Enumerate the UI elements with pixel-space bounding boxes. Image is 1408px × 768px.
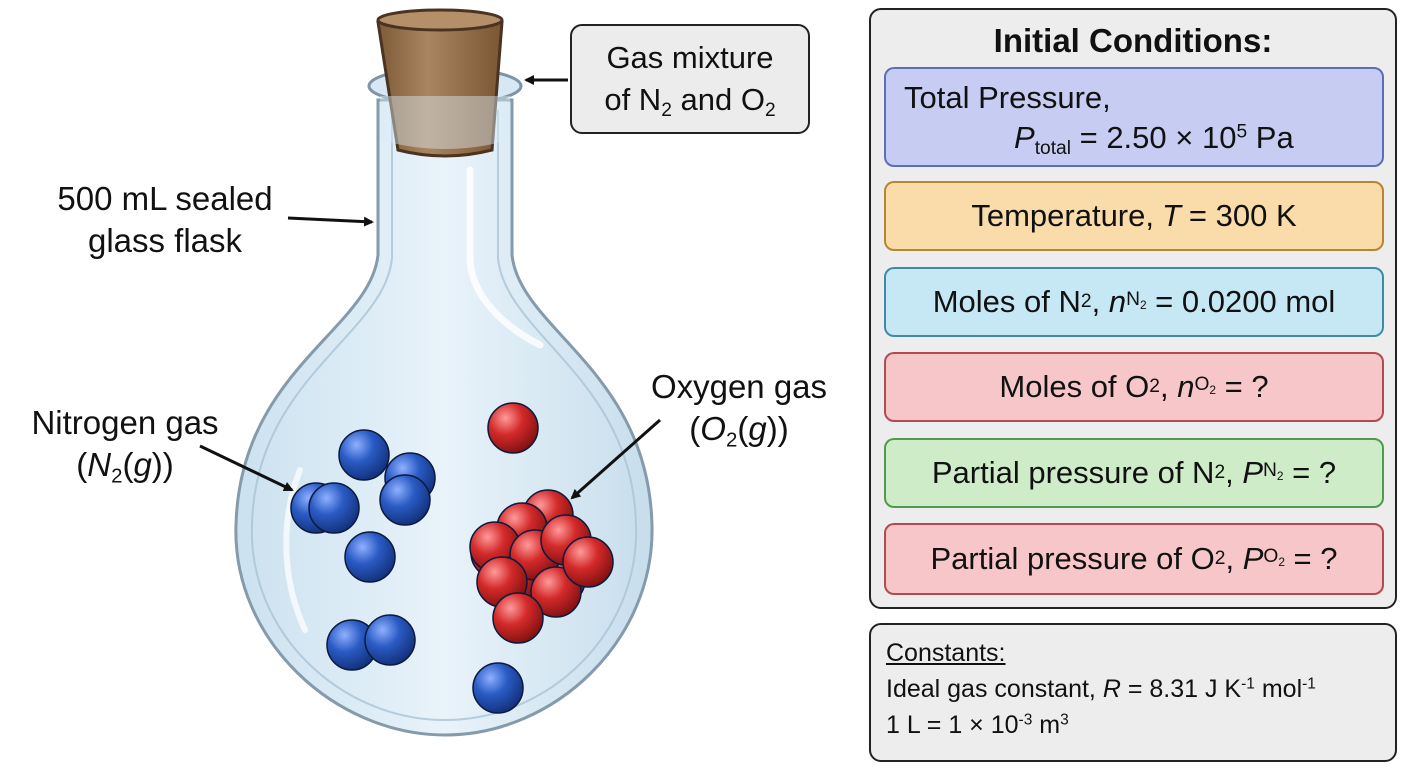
total-pressure-box: Total Pressure, Ptotal = 2.50 × 105 Pa xyxy=(884,67,1384,167)
gas-mixture-line1: Gas mixture xyxy=(606,40,774,75)
flask-inner-outline xyxy=(250,110,638,722)
temperature-label: Temperature, xyxy=(971,198,1154,233)
nitrogen-label-line1: Nitrogen gas xyxy=(31,404,219,441)
nitrogen-label-line2: (N2(g)) xyxy=(76,446,174,488)
flask-label: 500 mL sealed glass flask xyxy=(40,178,290,262)
conditions-title: Initial Conditions: xyxy=(993,22,1273,59)
oxygen-molecule xyxy=(562,536,614,588)
nitrogen-molecule xyxy=(379,474,431,526)
temperature-value: = 300 K xyxy=(1188,198,1297,233)
arrow-to-nitrogen xyxy=(199,444,294,492)
oxygen-label-line1: Oxygen gas xyxy=(650,368,828,405)
oxygen-molecule xyxy=(487,402,539,454)
gas-mixture-line2: of N2 and O2 xyxy=(604,82,776,122)
flask-label-line1: 500 mL sealed xyxy=(57,180,273,217)
arrow-to-neck xyxy=(287,216,374,227)
gas-mixture-label: Gas mixture of N2 and O2 xyxy=(570,24,810,134)
nitrogen-molecule xyxy=(364,614,416,666)
initial-conditions-panel: Initial Conditions: Total Pressure, Ptot… xyxy=(869,8,1397,609)
total-pressure-line1: Total Pressure, xyxy=(904,80,1111,115)
nitrogen-label: Nitrogen gas (N2(g)) xyxy=(10,402,240,486)
nitrogen-molecule xyxy=(344,531,396,583)
oxygen-label: Oxygen gas (O2(g)) xyxy=(634,366,844,450)
nitrogen-molecule xyxy=(472,662,524,714)
constants-panel: Constants: Ideal gas constant, R = 8.31 … xyxy=(869,623,1397,762)
gas-constant-line: Ideal gas constant, R = 8.31 J K-1 mol-1 xyxy=(886,675,1316,703)
temperature-box: Temperature, T = 300 K xyxy=(884,181,1384,251)
temperature-symbol: T xyxy=(1161,198,1181,233)
flask-highlight xyxy=(466,166,544,349)
flask-label-line2: glass flask xyxy=(87,222,243,259)
total-pressure-line2: Ptotal = 2.50 × 105 Pa xyxy=(1014,120,1294,160)
oxygen-molecule xyxy=(530,566,582,618)
nitrogen-molecule xyxy=(338,429,390,481)
constants-title: Constants: xyxy=(886,639,1006,667)
nitrogen-molecule xyxy=(308,482,360,534)
oxygen-molecule xyxy=(492,592,544,644)
arrow-to-oxygen xyxy=(570,418,661,500)
flask-glass xyxy=(234,98,654,737)
flask-diagram xyxy=(199,8,661,737)
oxygen-label-line2: (O2(g)) xyxy=(689,410,789,452)
litre-conversion-line: 1 L = 1 × 10-3 m3 xyxy=(886,711,1069,739)
